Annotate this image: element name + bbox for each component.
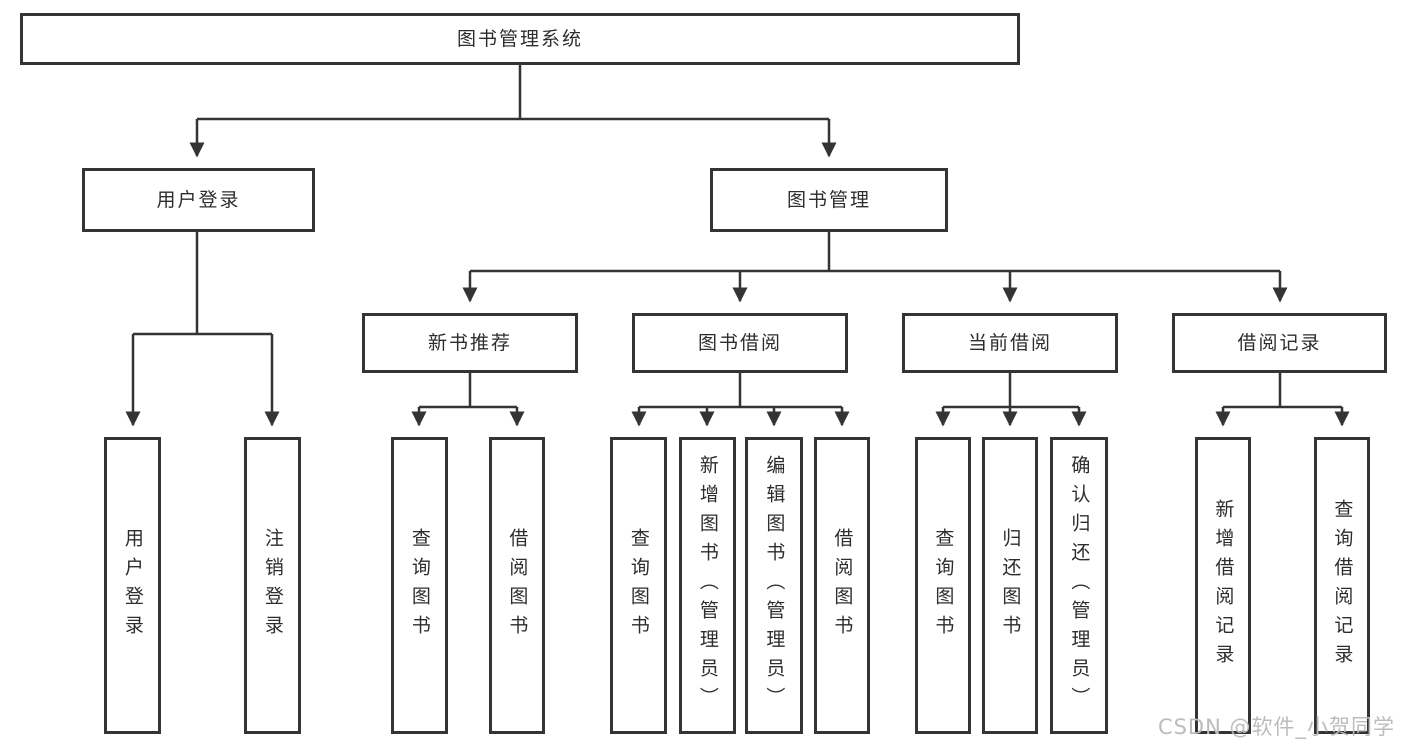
leaf-cb-confirm-return-admin: 确认归还（管理员） xyxy=(1050,437,1108,734)
edge-user-login-stem xyxy=(133,232,272,336)
leaf-br-add-record: 新增借阅记录 xyxy=(1195,437,1251,734)
edge-book-borrowing-stem xyxy=(639,373,842,409)
node-book-borrowing: 图书借阅 xyxy=(632,313,848,373)
node-book-management: 图书管理 xyxy=(710,168,948,232)
node-user-login: 用户登录 xyxy=(82,168,315,232)
node-borrowing-records: 借阅记录 xyxy=(1172,313,1387,373)
edge-borrowing-records-stem xyxy=(1223,373,1342,409)
leaf-nbr-borrow-books: 借阅图书 xyxy=(489,437,545,734)
leaf-bb-add-books-admin: 新增图书（管理员） xyxy=(679,437,736,734)
leaf-cb-query-books: 查询图书 xyxy=(915,437,971,734)
edge-root-stem xyxy=(197,65,829,121)
csdn-watermark: CSDN @软件_小贺同学 xyxy=(1157,715,1395,739)
node-root-library-system: 图书管理系统 xyxy=(20,13,1020,65)
leaf-cb-return-books: 归还图书 xyxy=(982,437,1038,734)
leaf-user-login: 用户登录 xyxy=(104,437,161,734)
edge-new-book-recommend-stem xyxy=(419,373,517,409)
leaf-logout: 注销登录 xyxy=(244,437,301,734)
edge-current-borrowing-stem xyxy=(943,373,1079,409)
node-current-borrowing: 当前借阅 xyxy=(902,313,1118,373)
edge-book-management-stem xyxy=(470,232,1280,273)
leaf-bb-borrow-books: 借阅图书 xyxy=(814,437,870,734)
leaf-nbr-query-books: 查询图书 xyxy=(391,437,448,734)
leaf-br-query-record: 查询借阅记录 xyxy=(1314,437,1370,734)
node-new-book-recommend: 新书推荐 xyxy=(362,313,578,373)
leaf-bb-query-books: 查询图书 xyxy=(610,437,667,734)
leaf-bb-edit-books-admin: 编辑图书（管理员） xyxy=(745,437,803,734)
